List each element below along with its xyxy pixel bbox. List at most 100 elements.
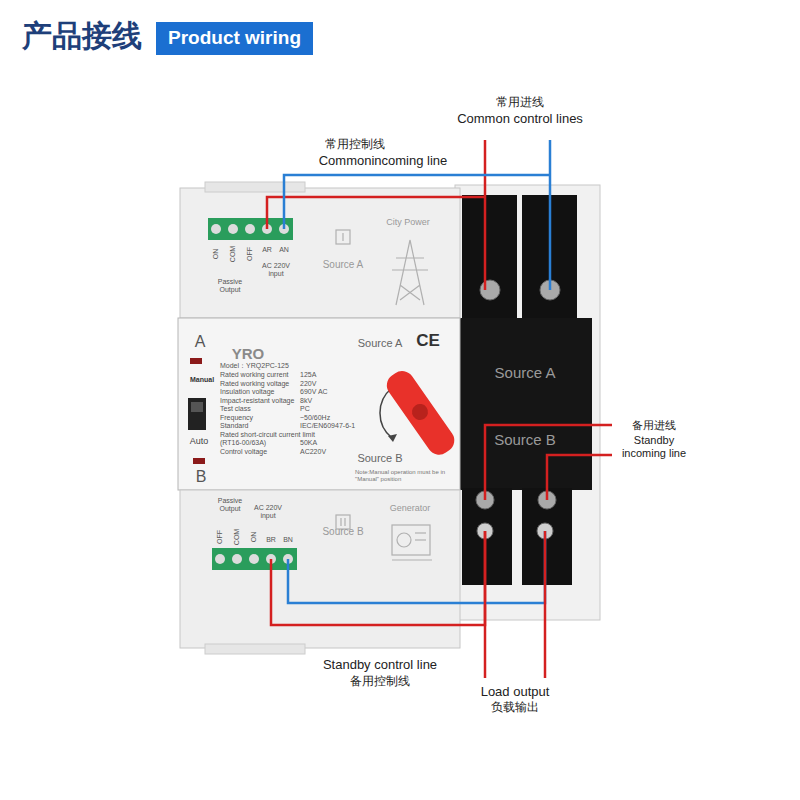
icon — [340, 518, 341, 526]
label: Source B — [494, 431, 556, 448]
wire — [485, 425, 612, 500]
rotary-knob — [382, 366, 459, 459]
terminal-block — [208, 218, 293, 240]
label: 备用控制线 — [348, 675, 412, 689]
terminal-block — [245, 224, 255, 234]
label: Control voltage — [220, 448, 267, 456]
terminal-block — [211, 224, 221, 234]
title-badge: Product wiring — [156, 22, 313, 55]
right-housing — [455, 185, 600, 620]
wire — [284, 175, 550, 229]
label: IEC/EN60947-6-1 — [300, 422, 355, 430]
label: CE — [416, 331, 440, 351]
label: Common control lines — [457, 112, 583, 127]
icon — [392, 559, 432, 560]
label: Source B — [322, 526, 363, 538]
screw — [476, 280, 560, 539]
right-housing — [455, 185, 600, 620]
indicator — [188, 398, 206, 430]
wire — [271, 531, 485, 625]
indicator — [191, 402, 203, 412]
icon — [415, 539, 426, 540]
label: PC — [300, 405, 310, 413]
label: 50KA — [300, 439, 317, 447]
terminal-label: ON — [212, 249, 220, 260]
label: AN — [279, 246, 289, 254]
wire — [484, 140, 487, 290]
label: Rated working current — [220, 371, 288, 379]
label: A — [195, 333, 206, 351]
label: ~50/60Hz — [300, 414, 330, 422]
label: Passive Output — [213, 278, 247, 294]
label: Rated short-circuit current limit — [220, 431, 315, 439]
rotary-knob — [380, 388, 392, 438]
right-housing — [458, 318, 592, 490]
label: 8kV — [300, 397, 312, 405]
terminal-block — [232, 554, 242, 564]
right-housing — [462, 488, 512, 585]
label: Standby control line — [321, 658, 439, 673]
icon — [344, 518, 345, 526]
label: 常用控制线 — [325, 138, 385, 152]
label: Note:Manual operation must be in "Manual… — [355, 469, 450, 483]
terminal-label: OFF — [246, 247, 254, 261]
terminal-label: COM — [233, 529, 241, 545]
label: Auto — [190, 436, 209, 446]
module-body — [205, 644, 305, 654]
label: Standard — [220, 422, 248, 430]
label: Source A — [358, 337, 403, 350]
label: BN — [283, 536, 293, 544]
terminal-block — [249, 554, 259, 564]
title: 产品接线 — [22, 19, 142, 54]
icon — [397, 533, 411, 547]
label: Impact-resistant voltage — [220, 397, 294, 405]
right-housing — [522, 488, 572, 585]
label: 常用进线 — [496, 96, 544, 110]
terminal-label: ON — [250, 532, 258, 543]
right-housing — [462, 195, 517, 320]
label: 220V — [300, 380, 316, 388]
rotary-knob — [409, 401, 431, 423]
label: Standby incoming line — [615, 434, 693, 459]
wire — [288, 531, 545, 603]
label: Rated working voltage — [220, 380, 289, 388]
wire — [547, 455, 612, 500]
label: AR — [262, 246, 272, 254]
label: Source B — [357, 452, 402, 465]
label: Generator — [390, 503, 431, 513]
label: Load output — [479, 685, 552, 700]
label: Frequency — [220, 414, 253, 422]
icon — [415, 532, 426, 533]
rotary-knob — [382, 366, 459, 459]
label: Manual — [190, 376, 214, 384]
wire — [484, 531, 487, 678]
label: Test class — [220, 405, 251, 413]
wire — [544, 531, 547, 678]
terminal-block — [212, 548, 297, 570]
module-body — [178, 182, 460, 654]
label: Model：YRQ2PC-125 — [220, 362, 289, 370]
label: BR — [266, 536, 276, 544]
label: 690V AC — [300, 388, 328, 396]
label: B — [196, 468, 207, 486]
icon — [336, 230, 350, 244]
wire — [267, 140, 612, 678]
label: Passive Output — [213, 497, 247, 513]
label: AC 220V input — [250, 504, 286, 520]
wire — [549, 140, 552, 290]
label: Source A — [495, 364, 556, 381]
label: City Power — [386, 217, 430, 227]
wire — [267, 197, 485, 229]
terminal-block — [215, 554, 225, 564]
label: YRO — [232, 345, 265, 362]
module-body — [178, 318, 460, 490]
label: 125A — [300, 371, 316, 379]
indicator — [188, 358, 206, 464]
icon — [342, 233, 343, 241]
label: (RT16-00/63A) — [220, 439, 266, 447]
screw — [480, 280, 500, 300]
indicator — [190, 358, 202, 364]
icon — [392, 240, 428, 305]
module-body — [205, 182, 305, 192]
